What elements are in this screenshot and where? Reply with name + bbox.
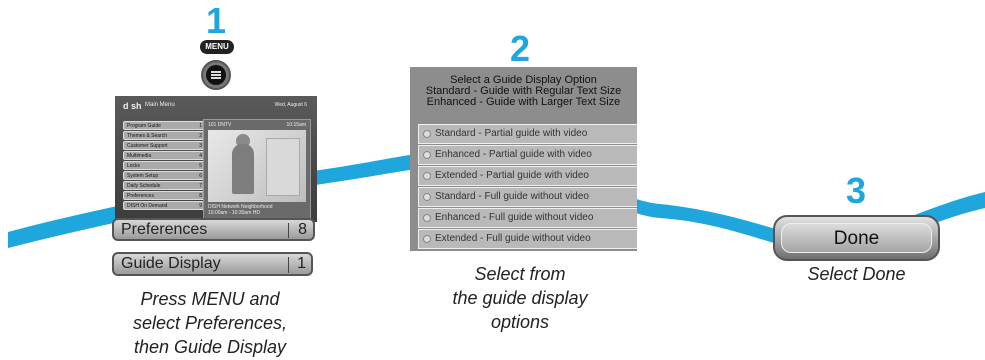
whiteboard-image: [266, 138, 300, 196]
guide-display-divider: [288, 257, 289, 273]
guide-option[interactable]: Standard - Full guide without video: [418, 187, 637, 207]
step-2-caption: Select from the guide display options: [452, 264, 588, 332]
radio-icon: [423, 235, 431, 243]
guide-display-options-screen: Select a Guide Display Option Standard -…: [410, 67, 637, 251]
preferences-label: Preferences: [121, 221, 208, 238]
step-3-number: 3: [846, 170, 867, 211]
guide-option[interactable]: Extended - Partial guide with video: [418, 166, 637, 186]
tv-time: 10:15am: [286, 122, 306, 128]
preferences-number: 8: [298, 221, 307, 238]
radio-icon: [423, 193, 431, 201]
dish-logo: d sh: [123, 101, 142, 111]
menu-button[interactable]: [201, 60, 231, 90]
guide-option[interactable]: Extended - Full guide without video: [418, 229, 637, 249]
tv-date: Wed, August 6: [274, 102, 307, 108]
tv-menu-title: Main Menu: [145, 102, 175, 108]
done-button[interactable]: Done: [773, 215, 940, 261]
tv-video-image: [208, 130, 306, 202]
step-1-number: 1: [206, 0, 227, 41]
presenter-image: [232, 144, 254, 194]
guide-display-bar[interactable]: Guide Display 1: [112, 252, 313, 276]
tv-preview-panel: 101 DNTV 10:15am DISH Network Neighborho…: [203, 119, 311, 219]
radio-icon: [423, 130, 431, 138]
guide-header: Select a Guide Display Option Standard -…: [425, 74, 622, 108]
tv-screen-main-menu: d sh Main Menu Wed, August 6 Program Gui…: [115, 96, 317, 222]
radio-icon: [423, 214, 431, 222]
step-1-caption: Press MENU and select Preferences, then …: [132, 289, 288, 357]
step-3-caption: Select Done: [807, 264, 906, 284]
radio-icon: [423, 151, 431, 159]
tv-program-name: DISH Network Neighborhood: [208, 204, 273, 210]
guide-option[interactable]: Enhanced - Full guide without video: [418, 208, 637, 228]
preferences-divider: [288, 223, 289, 238]
done-label: Done: [781, 223, 932, 253]
tv-program-time: 10:00am - 10:30am HD: [208, 210, 260, 216]
guide-option[interactable]: Standard - Partial guide with video: [418, 124, 637, 144]
guide-display-number: 1: [297, 255, 306, 272]
menu-lines-icon: [211, 74, 221, 76]
guide-display-label: Guide Display: [121, 255, 221, 272]
tv-channel: 101 DNTV: [208, 122, 232, 128]
step-2-number: 2: [510, 28, 531, 69]
preferences-bar[interactable]: Preferences 8: [112, 218, 315, 241]
radio-icon: [423, 172, 431, 180]
menu-label-pill: MENU: [200, 40, 234, 54]
guide-option[interactable]: Enhanced - Partial guide with video: [418, 145, 637, 165]
